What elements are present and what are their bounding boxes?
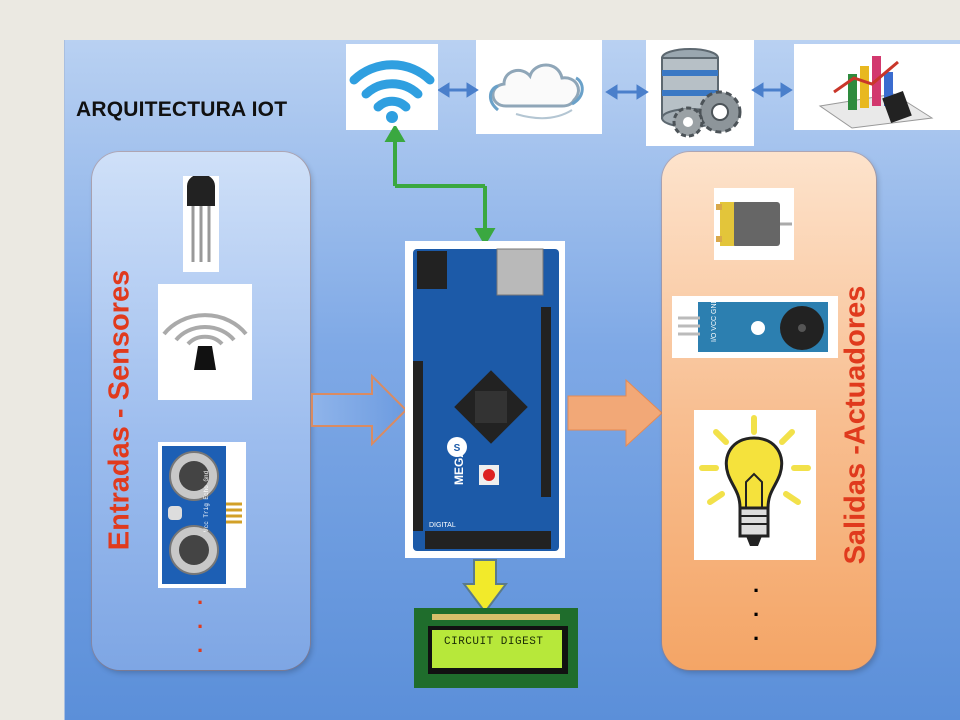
actuators-ellipsis: . . . bbox=[752, 572, 760, 645]
buzzer-icon: I/O VCC GND bbox=[672, 296, 838, 358]
light-bulb-icon bbox=[694, 410, 816, 560]
dc-motor-icon bbox=[714, 188, 794, 260]
output-arrow bbox=[567, 378, 663, 448]
wifi-board-connector bbox=[384, 126, 496, 246]
svg-text:S: S bbox=[454, 443, 461, 454]
lcd-text: CIRCUIT DIGEST bbox=[444, 636, 544, 648]
sensors-ellipsis: . . . bbox=[196, 584, 204, 657]
wifi-icon bbox=[346, 44, 438, 130]
link-arrows bbox=[438, 82, 793, 100]
ultrasonic-sensor-icon: Vcc Trig Echo Gnd bbox=[158, 442, 246, 588]
temperature-sensor-icon bbox=[183, 176, 219, 272]
sensors-label: Entradas - Sensores bbox=[103, 269, 136, 551]
board-footer: DIGITAL bbox=[429, 522, 456, 529]
database-gear-icon bbox=[646, 40, 754, 146]
input-arrow bbox=[311, 374, 408, 446]
actuators-label: Salidas -Actuadores bbox=[839, 285, 872, 565]
analytics-chart-icon bbox=[794, 44, 960, 130]
output-lcd-arrow bbox=[462, 559, 508, 614]
arduino-mega-board: S MEGA DIGITAL bbox=[405, 241, 565, 558]
cloud-icon bbox=[476, 40, 602, 134]
page-title: ARQUITECTURA IOT bbox=[76, 98, 288, 121]
lcd-display: CIRCUIT DIGEST bbox=[414, 608, 578, 688]
proximity-sensor-icon bbox=[158, 284, 252, 400]
sensor-pin-label: Vcc Trig Echo Gnd bbox=[203, 470, 210, 532]
buzzer-pin-label: I/O VCC GND bbox=[711, 298, 718, 342]
board-name: MEGA bbox=[452, 449, 466, 485]
